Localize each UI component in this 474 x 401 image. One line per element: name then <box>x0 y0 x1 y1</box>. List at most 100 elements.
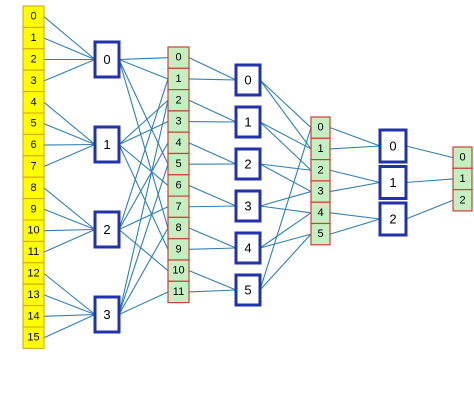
edge <box>43 58 96 82</box>
edge <box>329 127 381 147</box>
column-layer3: 0 1 2 3 4 5 <box>234 63 262 307</box>
edge <box>43 143 96 146</box>
layer5-node-0 <box>378 128 408 164</box>
edge <box>188 99 237 123</box>
edge <box>118 99 169 145</box>
layer3-node-5 <box>234 273 262 307</box>
inputs-node-label: 2 <box>30 54 36 66</box>
edge <box>259 121 312 150</box>
edge <box>43 228 96 253</box>
edge <box>405 199 454 220</box>
inputs-node-label: 9 <box>30 203 36 215</box>
column-layer5: 012 <box>378 128 408 237</box>
layer2-node-label: 10 <box>172 265 184 277</box>
layer3-node-label: 5 <box>244 283 251 298</box>
edge <box>259 233 312 249</box>
inputs-node-label: 13 <box>27 289 39 301</box>
edge <box>188 57 237 81</box>
edge <box>118 291 169 315</box>
layer2-node-label: 7 <box>175 201 181 213</box>
edge <box>259 127 312 291</box>
edge <box>259 79 312 150</box>
edge <box>259 121 312 171</box>
inputs-node-label: 14 <box>27 310 39 322</box>
edge <box>329 212 381 220</box>
layer2-node-label: 3 <box>175 116 181 128</box>
edge <box>188 289 237 293</box>
layer5-node-label: 2 <box>389 212 396 227</box>
edge <box>329 181 381 193</box>
edge <box>43 123 96 146</box>
outputs-node-label: 2 <box>459 194 465 206</box>
inputs-node-label: 0 <box>30 11 36 23</box>
layer1-node-label: 2 <box>103 222 110 237</box>
layer4-node-label: 3 <box>317 186 323 198</box>
layer1-node-3 <box>93 295 121 334</box>
layer3-node-label: 1 <box>244 115 251 130</box>
edge <box>118 229 169 272</box>
layer2-node-label: 1 <box>175 73 181 85</box>
edge <box>405 145 454 159</box>
layer4-node-label: 2 <box>317 164 323 176</box>
layer3-node-1 <box>234 105 262 139</box>
edge <box>118 121 169 145</box>
edge <box>259 163 312 171</box>
edge <box>118 57 169 61</box>
edge <box>329 145 381 150</box>
edge <box>188 270 237 291</box>
inputs-node-label: 5 <box>30 118 36 130</box>
layer2-node-label: 2 <box>175 94 181 106</box>
layer4-node-label: 1 <box>317 143 323 155</box>
edge <box>43 16 96 60</box>
inputs-node-label: 12 <box>27 268 39 280</box>
layer3-node-label: 0 <box>244 73 251 88</box>
layer2-node-label: 9 <box>175 243 181 255</box>
layer3-node-label: 4 <box>244 241 251 256</box>
layer1-node-label: 1 <box>103 137 110 152</box>
layer4-node-label: 4 <box>317 207 323 219</box>
edge <box>259 163 312 193</box>
layer2-node-label: 5 <box>175 158 181 170</box>
layer2-node-label: 0 <box>175 52 181 64</box>
edge <box>43 228 96 232</box>
layer2-node-label: 4 <box>175 137 181 149</box>
edge <box>118 163 169 315</box>
edge <box>118 59 169 165</box>
layer3-node-0 <box>234 63 262 97</box>
edge <box>43 37 96 61</box>
inputs-node-label: 3 <box>30 75 36 87</box>
inputs-node-label: 10 <box>27 225 39 237</box>
edge <box>188 142 237 165</box>
layer1-node-1 <box>93 125 121 164</box>
layer1-node-label: 3 <box>103 307 110 322</box>
edge <box>259 191 312 207</box>
edge <box>118 144 169 250</box>
edge <box>329 218 381 235</box>
layer3-node-2 <box>234 147 262 181</box>
inputs-node-label: 11 <box>28 246 39 258</box>
inputs-node-label: 8 <box>30 182 36 194</box>
outputs-node-label: 1 <box>459 173 465 185</box>
edge <box>43 101 96 145</box>
edge <box>405 178 454 184</box>
edge <box>259 79 312 129</box>
layer1-node-2 <box>93 210 121 249</box>
layer4-node-label: 0 <box>317 122 323 134</box>
edge <box>118 206 169 230</box>
edge <box>118 78 169 230</box>
layer2-node-label: 6 <box>175 179 181 191</box>
layer3-node-label: 3 <box>244 199 251 214</box>
edge <box>188 247 237 250</box>
layer5-node-label: 1 <box>389 175 396 190</box>
layer2-node-label: 8 <box>175 222 181 234</box>
inputs-node-label: 15 <box>27 332 39 344</box>
edge <box>259 212 312 249</box>
layer3-node-label: 2 <box>244 157 251 172</box>
outputs-node-label: 0 <box>459 152 465 164</box>
inputs-node-label: 4 <box>30 96 36 108</box>
edge <box>188 184 237 207</box>
edge <box>43 313 96 339</box>
